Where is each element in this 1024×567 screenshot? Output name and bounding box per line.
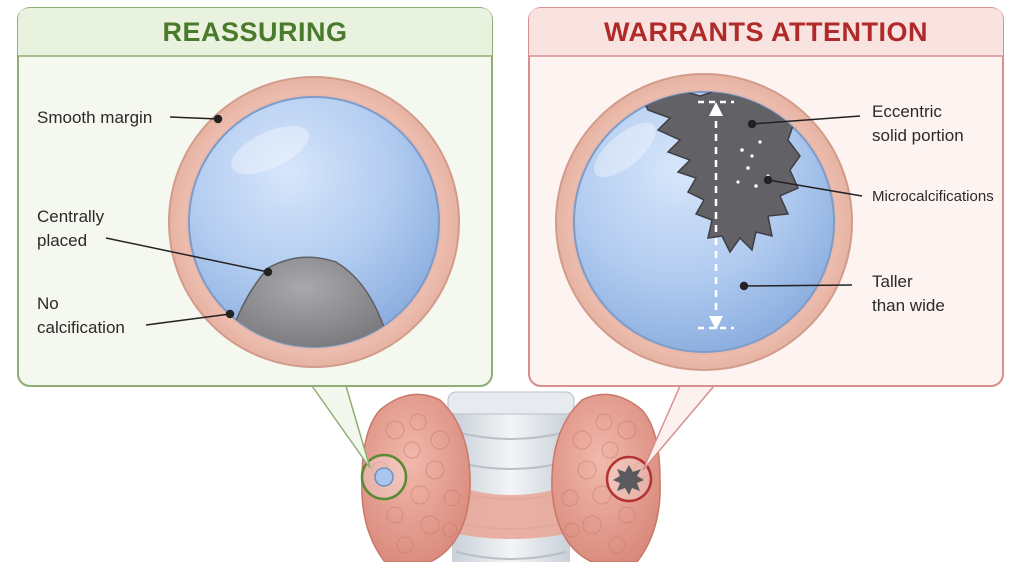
label-eccentric-line1: Eccentric bbox=[872, 102, 942, 121]
taller-than-wide-arrow bbox=[698, 100, 734, 330]
reassuring-title: REASSURING bbox=[162, 17, 348, 47]
label-microcalcifications: Microcalcifications bbox=[872, 188, 994, 205]
reassuring-nodule bbox=[168, 76, 460, 368]
left-callout-pointer bbox=[311, 385, 371, 469]
thyroid-illustration bbox=[311, 385, 715, 563]
microcalcification-dots bbox=[736, 140, 770, 188]
label-smooth-margin: Smooth margin bbox=[37, 108, 153, 127]
right-nodule-marker bbox=[605, 455, 653, 503]
label-no-calcification-line2: calcification bbox=[37, 318, 125, 337]
label-centrally-line1: Centrally bbox=[37, 207, 105, 226]
label-taller-line2: than wide bbox=[872, 296, 945, 315]
reassuring-panel bbox=[17, 7, 493, 387]
suspicious-nodule bbox=[555, 73, 853, 371]
label-taller-line1: Taller bbox=[872, 272, 913, 291]
label-eccentric-line2: solid portion bbox=[872, 126, 964, 145]
label-no-calcification-line1: No bbox=[37, 294, 59, 313]
warrants-attention-title: WARRANTS ATTENTION bbox=[604, 17, 928, 47]
left-nodule-marker bbox=[360, 453, 408, 501]
thyroid-isthmus bbox=[440, 480, 584, 539]
right-callout-pointer bbox=[642, 385, 715, 471]
warrants-attention-panel bbox=[528, 7, 1004, 387]
label-centrally-line2: placed bbox=[37, 231, 88, 250]
